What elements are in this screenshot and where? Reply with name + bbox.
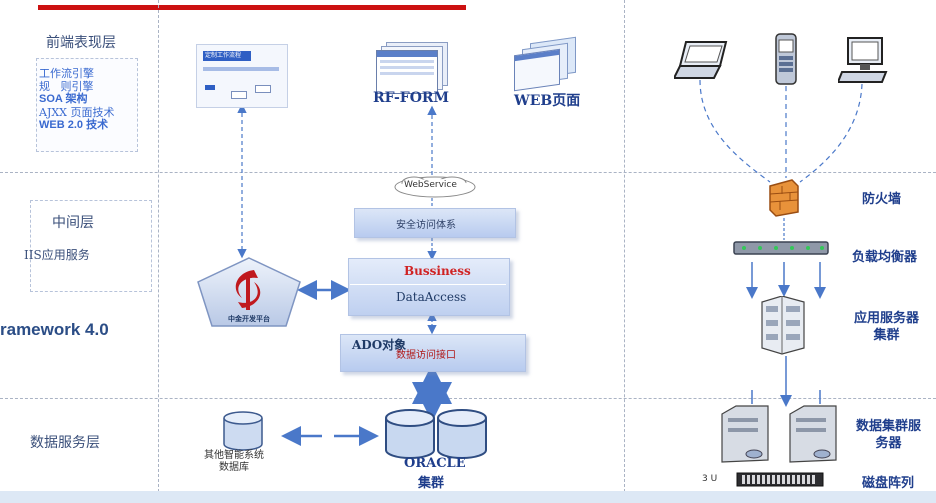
data-cluster-server-icon [721, 405, 837, 463]
workflow-title-banner: 定制工作流程 [203, 51, 251, 61]
business-dataaccess-divider [350, 284, 506, 285]
webservice-cloud [394, 176, 476, 198]
ado-label: ADO对象 [352, 338, 407, 352]
layer-divider-bottom [0, 398, 936, 399]
layer-divider-top [0, 172, 936, 173]
security-access-card [354, 208, 516, 238]
business-label: Bussiness [404, 264, 471, 278]
title-accent-bar [38, 5, 466, 10]
other-database-icon [223, 411, 263, 451]
app-server-cluster-label: 应用服务器 集群 [854, 311, 920, 343]
layer-title-middle: 中间层 [52, 215, 94, 231]
rf-form-label: RF-FORM [373, 90, 450, 106]
other-database-label: 其他智能系统 数据库 [204, 450, 264, 473]
web-pages-icon [512, 36, 578, 92]
disk-unit-label: 3 U [702, 474, 718, 484]
front-tech-list: 工作流引擎 规 则引擎 SOA 架构 AJXX 页面技术 WEB 2.0 技术 [36, 58, 138, 152]
column-divider-left [158, 0, 159, 492]
desktop-computer-icon [838, 37, 888, 83]
framework-version-label: ramework 4.0 [0, 320, 109, 339]
web-pages-label: WEB页面 [514, 93, 581, 109]
dataaccess-label: DataAccess [396, 290, 467, 304]
ado-data-interface-card [340, 334, 526, 372]
handheld-terminal-icon [775, 33, 797, 85]
layer-title-front: 前端表现层 [46, 35, 116, 51]
app-server-cluster-icon [761, 296, 805, 355]
data-interface-label: 数据访问接口 [396, 350, 456, 361]
oracle-cluster-icon [385, 409, 487, 459]
middle-layer-box [30, 200, 152, 292]
oracle-cluster-label: 集群 [418, 476, 445, 491]
tech-web20: WEB 2.0 技术 [39, 119, 109, 131]
business-dataaccess-card [348, 258, 510, 316]
iis-service-label: IIS应用服务 [24, 248, 90, 262]
workflow-designer-screenshot: 定制工作流程 [196, 44, 288, 108]
rf-form-window-icon [376, 42, 448, 94]
tech-ajax: AJXX 页面技术 [39, 106, 115, 119]
tech-soa: SOA 架构 [39, 93, 88, 105]
desktop-to-firewall-line [799, 83, 863, 183]
firewall-icon [769, 179, 799, 217]
tech-rule-engine: 规 则引擎 [39, 80, 94, 93]
laptop-icon [674, 41, 728, 79]
load-balancer-label: 负载均衡器 [852, 250, 918, 265]
oracle-label: ORACLE [404, 456, 466, 471]
disk-array-icon [736, 472, 824, 487]
column-divider-right [624, 0, 625, 492]
footer-band [0, 491, 936, 503]
platform-logo-text: 中金开发平台 [228, 315, 270, 323]
layer-title-data: 数据服务层 [30, 435, 100, 451]
firewall-label: 防火墙 [862, 192, 902, 207]
webservice-label: WebService [404, 180, 457, 190]
laptop-to-firewall-line [699, 79, 771, 183]
development-platform-logo [197, 257, 301, 327]
tech-workflow-engine: 工作流引擎 [39, 67, 94, 80]
data-cluster-server-label: 数据集群服 务器 [856, 419, 922, 451]
disk-array-label: 磁盘阵列 [862, 476, 915, 491]
security-access-label: 安全访问体系 [396, 220, 456, 231]
load-balancer-icon [733, 241, 829, 255]
